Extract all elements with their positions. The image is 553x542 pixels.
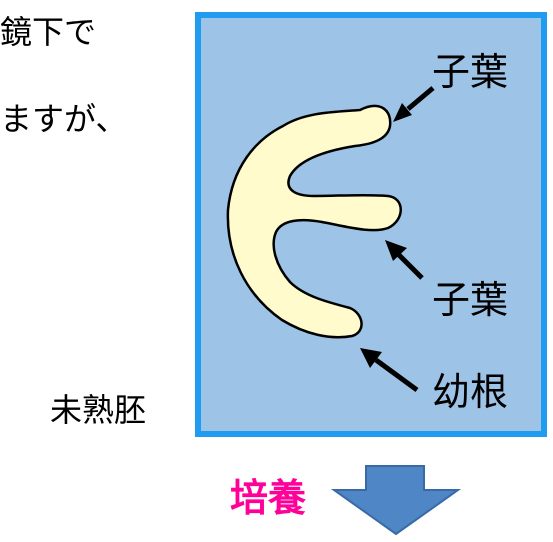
partial-text-line-1: 鏡下で [0, 13, 97, 51]
label-radicle: 幼根 [432, 370, 509, 414]
label-cotyledon-bottom: 子葉 [432, 278, 509, 322]
arrow-top-cotyledon [393, 86, 435, 122]
embryo-caption: 未熟胚 [50, 391, 147, 429]
partial-text-line-2: ますが、 [0, 100, 128, 138]
arrow-radicle [360, 348, 419, 393]
down-arrow-icon [330, 465, 462, 536]
culture-label: 培養 [230, 476, 307, 520]
label-cotyledon-top: 子葉 [432, 50, 509, 94]
embryo-body [226, 104, 402, 339]
arrow-bottom-cotyledon [385, 240, 424, 280]
